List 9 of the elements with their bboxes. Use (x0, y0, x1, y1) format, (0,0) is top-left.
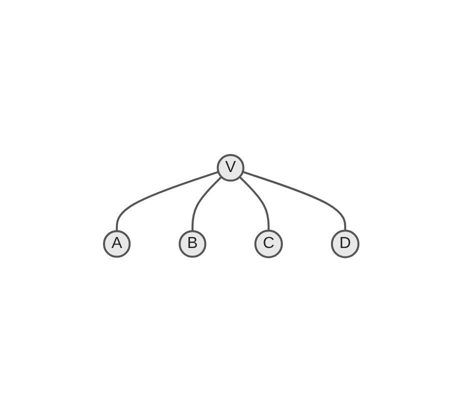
connector (191, 176, 222, 231)
connector (116, 170, 218, 231)
node-circle: V (216, 154, 244, 182)
node-circle: A (102, 230, 130, 258)
node-circle: B (178, 230, 206, 258)
node-circle: D (330, 230, 360, 258)
node-circle: C (254, 230, 283, 258)
connector (238, 176, 270, 231)
connector (242, 170, 346, 231)
